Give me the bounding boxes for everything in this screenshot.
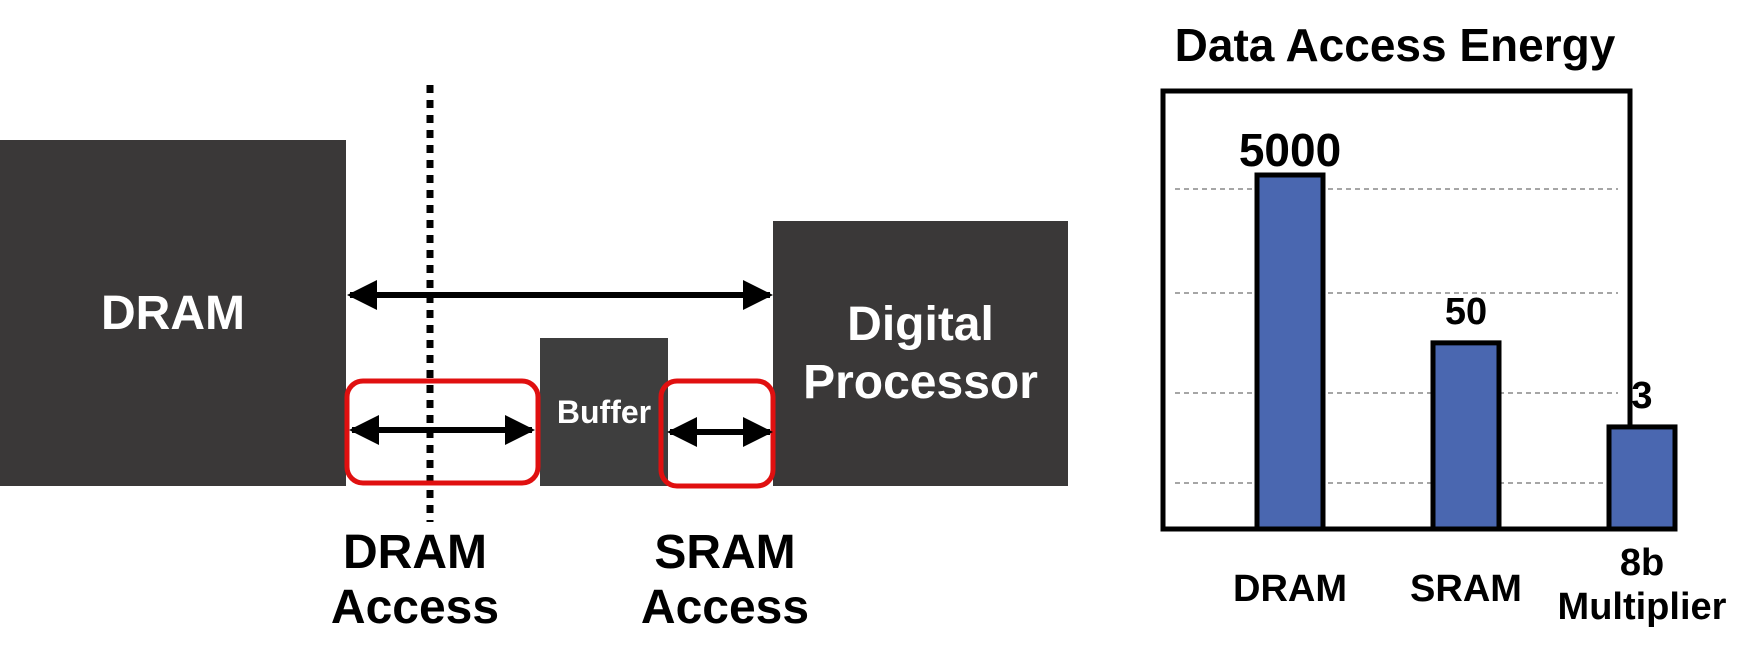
digital-processor-box: Digital Processor (773, 221, 1068, 486)
chart-frame (1160, 88, 1633, 532)
category-label-2: SRAM (1410, 568, 1522, 610)
value-label-3: 3 (1631, 374, 1653, 417)
value-label-1: 5000 (1238, 124, 1342, 176)
dram-access-line1: DRAM (343, 526, 487, 579)
dram-box-label: DRAM (101, 286, 245, 340)
category-label-1: DRAM (1233, 568, 1347, 610)
sram-access-highlight (658, 378, 776, 489)
bar-8b-multiplier (1606, 424, 1678, 532)
sram-access-line1: SRAM (654, 526, 796, 579)
sram-access-label: SRAM Access (620, 525, 830, 635)
dram-box: DRAM (0, 140, 346, 486)
dram-access-label: DRAM Access (310, 525, 520, 635)
bar-sram (1430, 340, 1502, 532)
value-label-2: 50 (1444, 290, 1488, 333)
buffer-box: Buffer (540, 338, 668, 486)
bar-dram (1254, 172, 1326, 532)
chart-title: Data Access Energy (1174, 19, 1616, 71)
sram-access-line2: Access (640, 581, 810, 635)
processor-label-line2: Processor (803, 355, 1038, 409)
processor-label-line1: Digital (847, 297, 994, 351)
dram-access-line2: Access (330, 581, 500, 635)
dram-access-highlight (344, 378, 541, 486)
buffer-box-label: Buffer (556, 393, 652, 430)
